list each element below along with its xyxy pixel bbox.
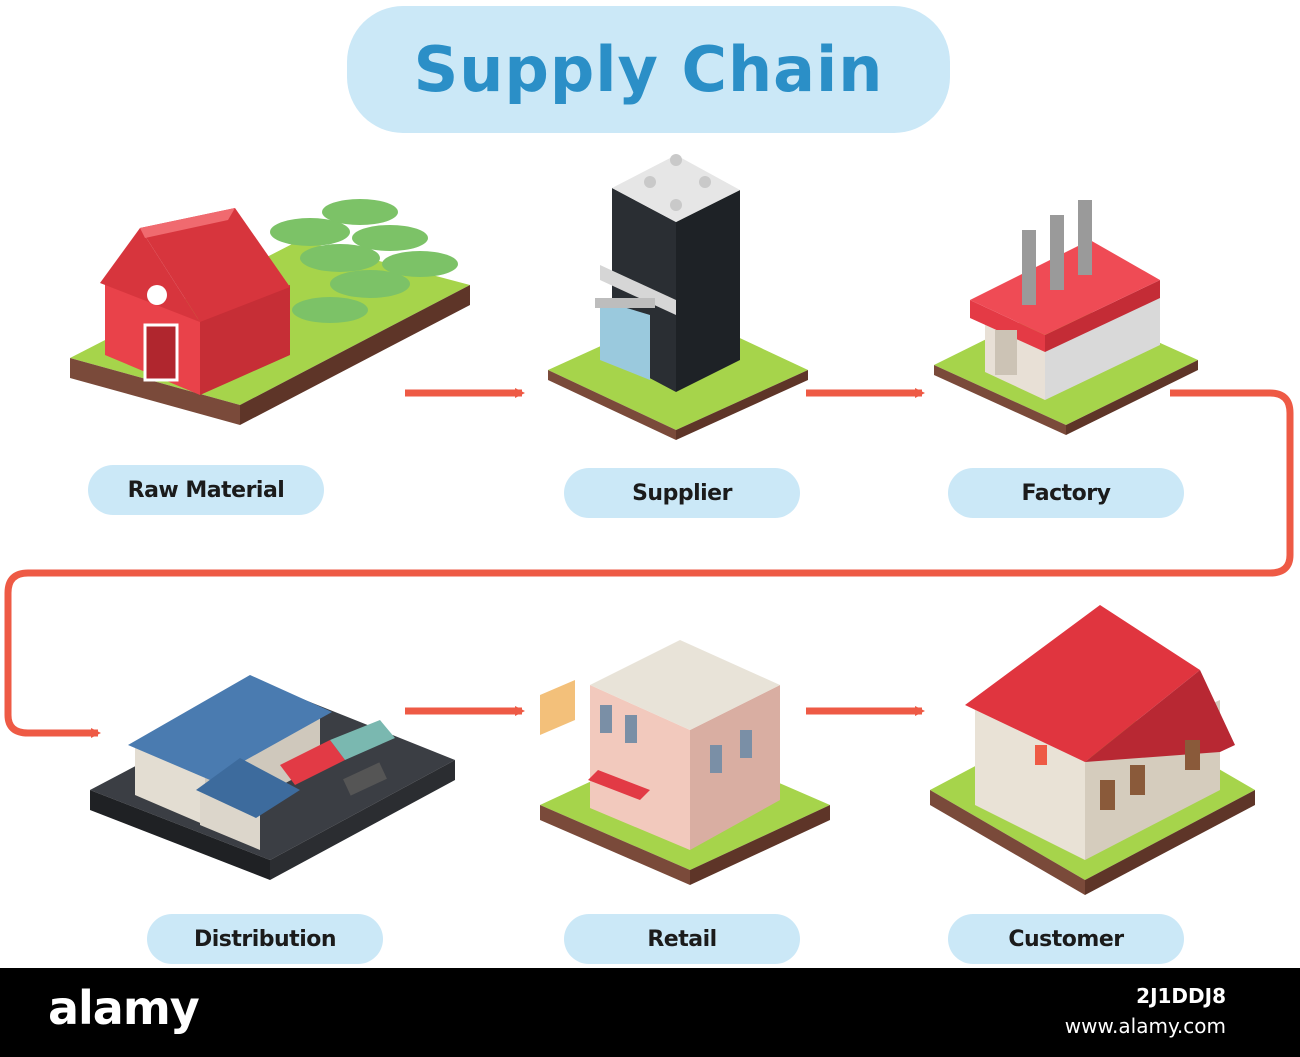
stage-label-distribution: Distribution [147, 914, 383, 964]
stage-label-factory: Factory [948, 468, 1184, 518]
image-id: 2J1DDJ8 [1136, 984, 1226, 1008]
alamy-logo: alamy [48, 981, 200, 1035]
barn-farm-icon [70, 199, 470, 425]
watermark-footer [0, 968, 1300, 1057]
house-icon [930, 605, 1255, 895]
stage-label-customer: Customer [948, 914, 1184, 964]
arrow-factory-to-distribution [4, 389, 1294, 738]
title-banner: Supply Chain [347, 6, 950, 133]
stage-label-supplier: Supplier [564, 468, 800, 518]
diagram-title: Supply Chain [413, 33, 884, 106]
stage-label-retail: Retail [564, 914, 800, 964]
office-tower-icon [548, 154, 808, 440]
flow-arrows [4, 388, 1294, 738]
stage-label-raw-material: Raw Material [88, 465, 324, 515]
warehouse-trucks-icon [90, 675, 455, 880]
site-url: www.alamy.com [1064, 1014, 1226, 1038]
supply-chain-diagram [4, 154, 1294, 895]
factory-icon [934, 200, 1198, 435]
retail-store-icon [540, 640, 830, 885]
